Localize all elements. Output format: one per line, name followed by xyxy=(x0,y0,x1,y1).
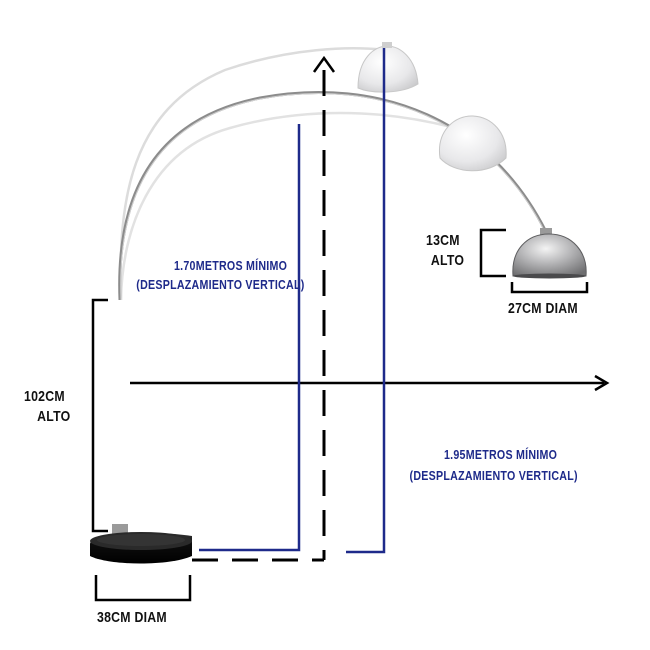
marble-base xyxy=(90,524,192,564)
vertical-axis-arrow xyxy=(312,55,336,560)
reach-170-bracket xyxy=(199,124,301,552)
reach-195-label: 1.95METROS MÍNIMO (DESPLAZAMIENTO VERTIC… xyxy=(409,447,578,483)
base-diameter-bracket xyxy=(94,575,192,602)
base-diameter-label: 38CM DIAM xyxy=(97,609,167,626)
shade-height-label: 13CM ALTO xyxy=(426,232,465,269)
ghost-shade-middle xyxy=(439,115,507,172)
shade-height-bracket xyxy=(479,228,506,278)
shade-diameter-bracket xyxy=(510,282,589,294)
base-height-bracket xyxy=(91,298,108,533)
reach-170-label: 1.70METROS MÍNIMO (DESPLAZAMIENTO VERTIC… xyxy=(136,258,305,292)
horizontal-axis-arrow xyxy=(130,374,610,392)
base-height-label: 102CM ALTO xyxy=(24,388,71,425)
reach-195-bracket xyxy=(346,48,386,554)
shade-diameter-label: 27CM DIAM xyxy=(508,300,578,317)
main-shade xyxy=(512,228,587,279)
ghost-arc-upper xyxy=(119,47,386,301)
